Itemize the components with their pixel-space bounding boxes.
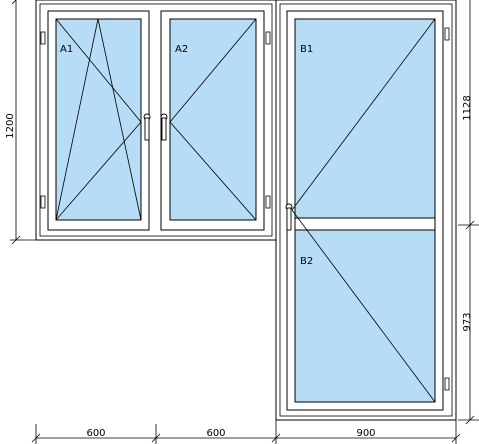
dim-width-door: 900 [356, 428, 375, 439]
handle-a1-icon[interactable] [143, 113, 151, 141]
door-inner-frame [279, 3, 453, 417]
hinge-icon [265, 31, 271, 45]
sash-a2[interactable]: A2 [160, 10, 265, 231]
sash-b[interactable]: B1 B2 [286, 10, 444, 411]
sash-a1-turn-lines [55, 18, 142, 221]
window-inner-frame [39, 3, 273, 237]
dim-door-lower-height: 973 [462, 312, 473, 331]
dim-width-a2: 600 [206, 428, 225, 439]
handle-b-icon[interactable] [285, 203, 293, 231]
sash-b2-label: B2 [300, 256, 313, 267]
dim-width-a1: 600 [86, 428, 105, 439]
hinge-icon [444, 27, 450, 41]
sash-a2-label: A2 [175, 44, 188, 55]
dim-door-upper-height: 1128 [462, 95, 473, 120]
sash-b-turn-line-lower [291, 209, 436, 403]
handle-a2-icon[interactable] [160, 113, 168, 141]
dimensions: 1200 1128 973 600 600 900 [5, 0, 479, 444]
sash-a1-tilt-lines [55, 18, 142, 221]
hinge-icon [40, 195, 46, 209]
sash-b2-glass [294, 229, 436, 403]
hinge-icon [444, 377, 450, 391]
dim-window-height: 1200 [5, 113, 16, 138]
sash-a1-label: A1 [60, 44, 73, 55]
window-unit: A1 A2 [35, 0, 277, 241]
sash-a1-glass [55, 18, 142, 221]
hinge-icon [40, 31, 46, 45]
sash-b-turn-line-upper [291, 18, 436, 211]
hinge-icon [265, 195, 271, 209]
door-transom [294, 217, 436, 231]
sash-b1-glass [294, 18, 436, 219]
sash-a1[interactable]: A1 [47, 10, 150, 231]
sash-a2-glass [169, 18, 257, 221]
door-unit: B1 B2 [275, 0, 457, 421]
sash-b1-label: B1 [300, 44, 313, 55]
sash-a2-turn-lines [169, 18, 257, 221]
